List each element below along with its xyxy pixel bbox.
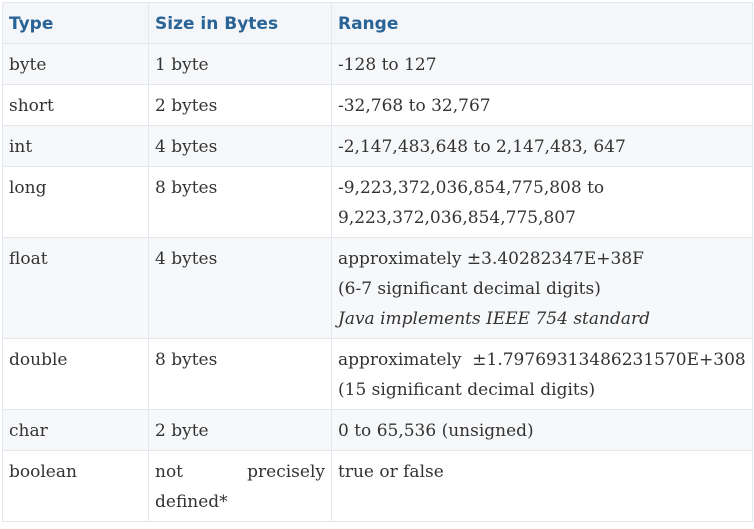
table-row: long 8 bytes -9,223,372,036,854,775,808 … xyxy=(2,166,753,238)
table-row: double 8 bytes approximately ±1.79769313… xyxy=(2,338,753,410)
size-cell: 8 bytes xyxy=(148,166,332,238)
range-cell: approximately ±3.40282347E+38F (6-7 sign… xyxy=(331,237,753,339)
size-cell: 4 bytes xyxy=(148,125,332,167)
range-cell: 0 to 65,536 (unsigned) xyxy=(331,409,753,451)
range-cell: -9,223,372,036,854,775,808 to 9,223,372,… xyxy=(331,166,753,238)
range-text: -32,768 to 32,767 xyxy=(338,96,491,116)
table-row: short 2 bytes -32,768 to 32,767 xyxy=(2,84,753,126)
range-note: Java implements IEEE 754 standard xyxy=(338,309,650,329)
table-row: byte 1 byte -128 to 127 xyxy=(2,43,753,85)
size-text: not precisely xyxy=(155,462,325,482)
range-cell: -32,768 to 32,767 xyxy=(331,84,753,126)
size-cell: not precisely defined* xyxy=(148,450,332,522)
size-text: 2 byte xyxy=(155,421,209,441)
range-text: -128 to 127 xyxy=(338,55,437,75)
header-size: Size in Bytes xyxy=(148,2,332,44)
type-cell: boolean xyxy=(2,450,149,522)
type-cell: char xyxy=(2,409,149,451)
type-cell: double xyxy=(2,338,149,410)
range-text: 0 to 65,536 (unsigned) xyxy=(338,421,534,441)
header-type: Type xyxy=(2,2,149,44)
size-cell: 8 bytes xyxy=(148,338,332,410)
size-cell: 1 byte xyxy=(148,43,332,85)
size-text: 4 bytes xyxy=(155,137,218,157)
type-cell: int xyxy=(2,125,149,167)
range-cell: approximately ±1.79769313486231570E+308 … xyxy=(331,338,753,410)
size-cell: 2 byte xyxy=(148,409,332,451)
table-row: char 2 byte 0 to 65,536 (unsigned) xyxy=(2,409,753,451)
size-text: defined* xyxy=(155,492,228,512)
range-text: true or false xyxy=(338,462,444,482)
range-text: (15 significant decimal digits) xyxy=(338,380,596,400)
range-cell: -2,147,483,648 to 2,147,483, 647 xyxy=(331,125,753,167)
table-row: int 4 bytes -2,147,483,648 to 2,147,483,… xyxy=(2,125,753,167)
range-cell: true or false xyxy=(331,450,753,522)
header-row: Type Size in Bytes Range xyxy=(2,2,753,44)
range-text: 9,223,372,036,854,775,807 xyxy=(338,208,576,228)
size-text: 8 bytes xyxy=(155,178,218,198)
table-row: float 4 bytes approximately ±3.40282347E… xyxy=(2,237,753,339)
size-text: 1 byte xyxy=(155,55,209,75)
type-cell: short xyxy=(2,84,149,126)
size-cell: 2 bytes xyxy=(148,84,332,126)
type-cell: float xyxy=(2,237,149,339)
range-text: -2,147,483,648 to 2,147,483, 647 xyxy=(338,137,626,157)
size-text: 4 bytes xyxy=(155,249,218,269)
range-cell: -128 to 127 xyxy=(331,43,753,85)
table-row: boolean not precisely defined* true or f… xyxy=(2,450,753,522)
range-text: approximately ±3.40282347E+38F xyxy=(338,249,644,269)
type-cell: long xyxy=(2,166,149,238)
size-text: 2 bytes xyxy=(155,96,218,116)
size-cell: 4 bytes xyxy=(148,237,332,339)
range-text: (6-7 significant decimal digits) xyxy=(338,279,601,299)
header-range: Range xyxy=(331,2,753,44)
type-cell: byte xyxy=(2,43,149,85)
data-types-table: Type Size in Bytes Range byte 1 byte -12… xyxy=(2,2,753,522)
range-text: -9,223,372,036,854,775,808 to xyxy=(338,178,605,198)
size-text: 8 bytes xyxy=(155,350,218,370)
range-text: approximately ±1.79769313486231570E+308 xyxy=(338,350,746,370)
